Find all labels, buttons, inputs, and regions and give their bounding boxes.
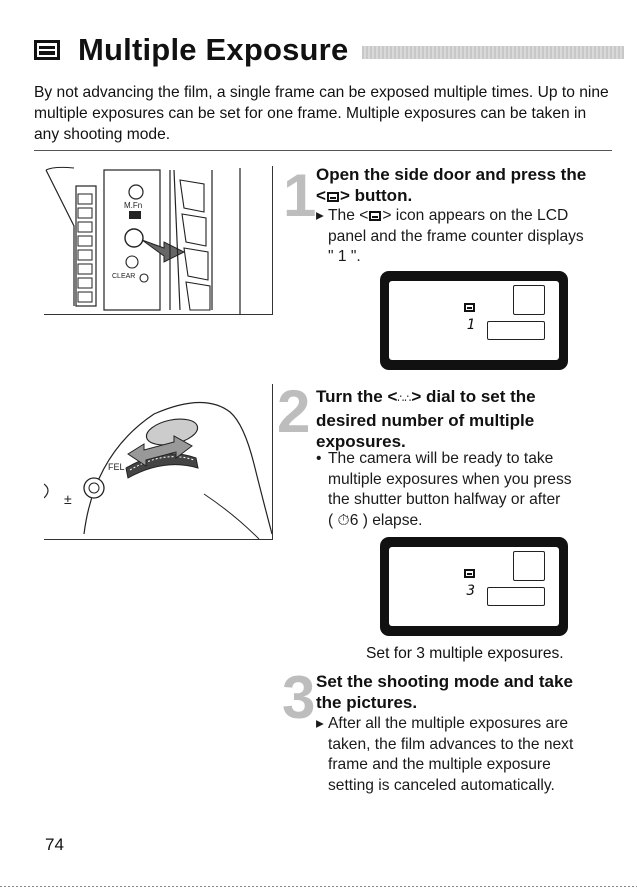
step-number-3: 3 [282,664,316,731]
lcd-panel-1: 1 [380,271,568,370]
frame-counter: 3 [466,583,475,599]
step-1-heading: Open the side door and press the <> butt… [316,165,587,205]
lcd-bottom-segment [487,587,545,606]
page-title: Multiple Exposure [78,32,349,67]
lcd-bottom-segment [487,321,545,340]
multiple-exposure-icon [326,192,339,202]
step-2-body: •The camera will be ready to take multip… [316,450,572,529]
fel-label: FEL [108,462,125,472]
intro-paragraph: By not advancing the film, a single fram… [34,84,609,143]
step-3-heading: Set the shooting mode and take the pictu… [316,672,573,712]
lcd-caption: Set for 3 multiple exposures. [366,645,564,662]
title-row: Multiple Exposure [34,30,624,70]
multiple-exposure-icon [464,303,475,312]
step-1-body: ▸The <> icon appears on the LCD panel an… [316,207,584,265]
svg-text:±: ± [64,491,72,507]
clear-label: CLEAR [112,273,135,280]
lcd-top-segment [513,551,545,581]
side-door-illustration: M.Fn CLEAR [44,166,273,315]
step-number-1: 1 [283,162,317,229]
title-decor-bar [362,45,624,59]
multiple-exposure-icon [34,40,60,60]
multiple-exposure-icon [464,569,475,578]
section-divider [34,150,612,151]
lcd-panel-2: 3 [380,537,568,636]
step-number-2: 2 [277,378,311,445]
dial-icon: ∴∴ [397,393,412,405]
dial-drawing: FEL ± [43,401,273,540]
side-door-drawing: M.Fn CLEAR [45,166,241,314]
dial-illustration: FEL ± [43,384,273,540]
multiple-exposure-icon [369,211,382,221]
frame-counter: 1 [466,317,475,333]
step-2-heading: Turn the <∴∴> dial to set the desired nu… [316,387,536,451]
lcd-top-segment [513,285,545,315]
page-number: 74 [45,835,64,854]
mfn-label: M.Fn [124,201,142,210]
step-3-body: ▸After all the multiple exposures are ta… [316,715,574,794]
bottom-border [0,886,637,887]
